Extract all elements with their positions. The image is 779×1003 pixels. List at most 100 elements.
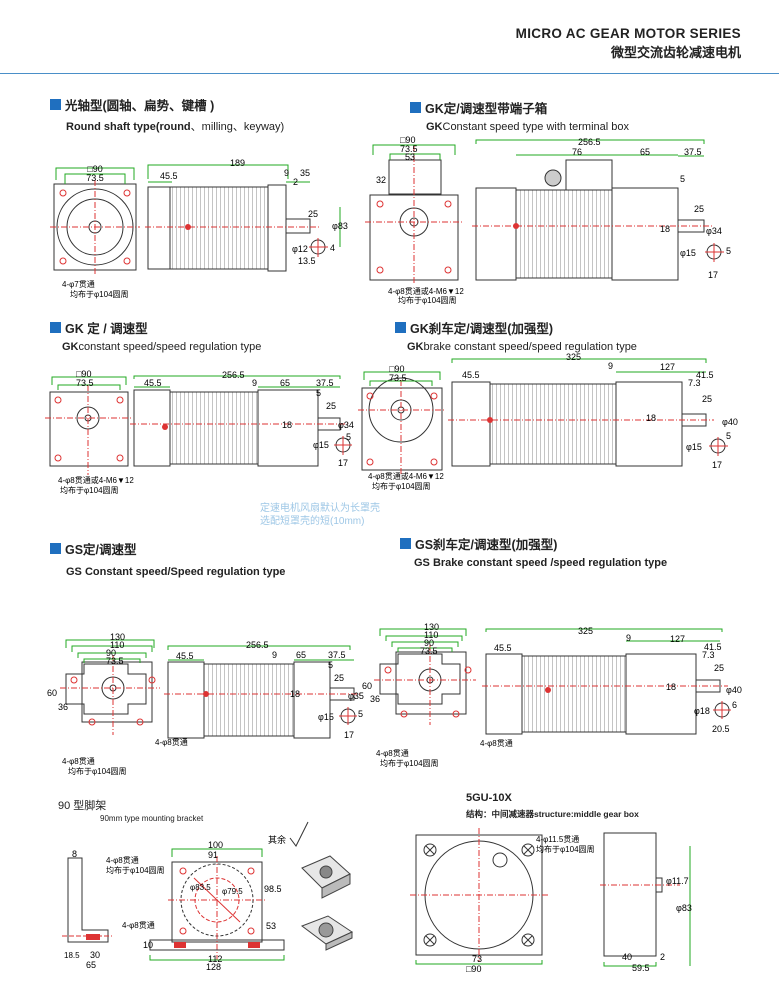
series-title-cn: 微型交流齿轮减速电机	[610, 45, 741, 60]
dim-label: 45.5	[144, 378, 162, 388]
section-subtitle: GK	[407, 341, 424, 353]
dim-label: 256.5	[578, 137, 601, 147]
dim-label: 4-φ8贯通或4-M6▼12	[388, 286, 464, 296]
section-gk-brake: GK刹车定/调速型(加强型) GKbrake constant speed/sp…	[395, 318, 637, 353]
gearbox-front-view	[410, 828, 548, 965]
dim-label: 36	[58, 702, 68, 712]
dim-label: 18	[660, 224, 670, 234]
dim-label: 7.3	[702, 650, 715, 660]
dim-label: 256.5	[222, 370, 245, 380]
dim-label: 17	[344, 730, 354, 740]
gk-terminal-side-view	[472, 139, 724, 281]
gk-brake-front-view	[358, 371, 446, 476]
section-gs-brake: GS刹车定/调速型(加强型) GS Brake constant speed /…	[400, 534, 667, 569]
dim-label: 189	[230, 158, 245, 168]
gs-constant-front-view	[60, 639, 160, 735]
section-bullet-icon	[50, 543, 61, 554]
dim-label: 65	[86, 960, 96, 970]
dim-label: 5	[316, 388, 321, 398]
dim-label: □90	[466, 964, 481, 974]
dim-label: 5	[726, 431, 731, 441]
dim-label: 4-φ8贯通	[106, 855, 139, 865]
section-subtitle-rest: constant speed/speed regulation type	[78, 341, 262, 353]
dim-label: 127	[670, 634, 685, 644]
dim-label: φ83.5	[190, 883, 211, 892]
dim-label: 45.5	[176, 651, 194, 661]
dim-label: φ79.5	[222, 887, 243, 896]
dim-label: 6	[732, 700, 737, 710]
section-round-shaft: 光轴型(圆轴、扁势、键槽 ) Round shaft type(round、mi…	[50, 95, 284, 134]
dim-label: 10	[143, 940, 153, 950]
dim-label: 5	[358, 709, 363, 719]
dim-label: 256.5	[246, 640, 269, 650]
dim-label: 45.5	[494, 643, 512, 653]
note-line: 选配短罩壳的短(10mm)	[260, 516, 365, 527]
dim-label: φ15	[313, 440, 329, 450]
dim-label: 65	[640, 147, 650, 157]
dim-label: 25	[694, 204, 704, 214]
section-gs-constant: GS定/调速型 GS Constant speed/Speed regulati…	[50, 539, 285, 578]
dim-label: 9	[272, 650, 277, 660]
dim-label: 13.5	[298, 256, 316, 266]
dim-label: 40	[622, 952, 632, 962]
dim-label: 17	[338, 458, 348, 468]
dim-label: 73.5	[106, 656, 124, 666]
dim-label: 9	[626, 633, 631, 643]
dim-label: 均布于φ104圆周	[372, 481, 431, 491]
dim-label: 100	[208, 840, 223, 850]
dim-label: 4-φ8贯通或4-M6▼12	[368, 471, 444, 481]
dim-label: 65	[280, 378, 290, 388]
dim-label: 37.5	[328, 650, 346, 660]
dim-label: 73.5	[86, 173, 104, 183]
dim-label: φ34	[706, 226, 722, 236]
series-title-en: MICRO AC GEAR MOTOR SERIES	[515, 26, 741, 41]
dim-label: □90	[76, 369, 91, 379]
section-subtitle: GS Brake constant speed /speed regulatio…	[414, 557, 668, 569]
dim-label: 90	[424, 638, 434, 648]
dim-label: φ83	[332, 221, 348, 231]
dim-label: 其余	[268, 834, 286, 845]
dim-label: 8	[72, 849, 77, 859]
section-title: GK定/调速型带端子箱	[425, 102, 548, 116]
section-bullet-icon	[410, 102, 421, 113]
dim-label: 5	[726, 246, 731, 256]
gs-constant-side-view	[164, 645, 360, 739]
dim-label: □90	[389, 364, 404, 374]
dim-label: 37.5	[684, 147, 702, 157]
dim-label: 35	[300, 168, 310, 178]
dim-label: 45.5	[462, 370, 480, 380]
dim-label: 20.5	[712, 724, 730, 734]
section-title: GK刹车定/调速型(加强型)	[410, 322, 554, 336]
section-subtitle-rest: Constant speed type with terminal box	[442, 121, 630, 133]
dim-label: 25	[308, 209, 318, 219]
dim-label: 18	[282, 420, 292, 430]
dim-label: φ40	[726, 685, 742, 695]
dim-label: 均布于φ104圆周	[60, 485, 119, 495]
dim-label: 7.3	[688, 378, 701, 388]
dim-label: 110	[424, 630, 438, 640]
dim-label: 130	[110, 632, 125, 642]
round-shaft-front-view	[50, 167, 140, 274]
fan-cover-note: 定速电机风扇默认为长罩壳 选配短罩壳的短(10mm)	[260, 502, 380, 528]
dim-label: 76	[572, 147, 582, 157]
dim-label: 4	[330, 243, 335, 253]
dim-label: 25	[326, 401, 336, 411]
section-bullet-icon	[50, 322, 61, 333]
dim-label: 325	[578, 626, 593, 636]
dim-label: 4-φ11.5贯通	[536, 834, 579, 844]
dim-label: 9	[608, 361, 613, 371]
dim-label: 18	[666, 682, 676, 692]
section-bullet-icon	[50, 99, 61, 110]
section-subtitle: Round shaft type(round	[66, 121, 191, 133]
gk-constant-side-view	[130, 375, 352, 467]
dim-label: φ40	[722, 417, 738, 427]
section-subtitle: GK	[62, 341, 79, 353]
dim-label: 17	[712, 460, 722, 470]
section-title: GK 定 / 调速型	[65, 322, 148, 336]
dim-label: φ34	[338, 420, 354, 430]
section-gk-constant: GK 定 / 调速型 GKconstant speed/speed regula…	[50, 318, 261, 353]
dim-label: 均布于φ104圆周	[536, 844, 595, 854]
dim-label: 9	[252, 378, 257, 388]
dim-label: 98.5	[264, 884, 282, 894]
dim-label: 32	[376, 175, 386, 185]
